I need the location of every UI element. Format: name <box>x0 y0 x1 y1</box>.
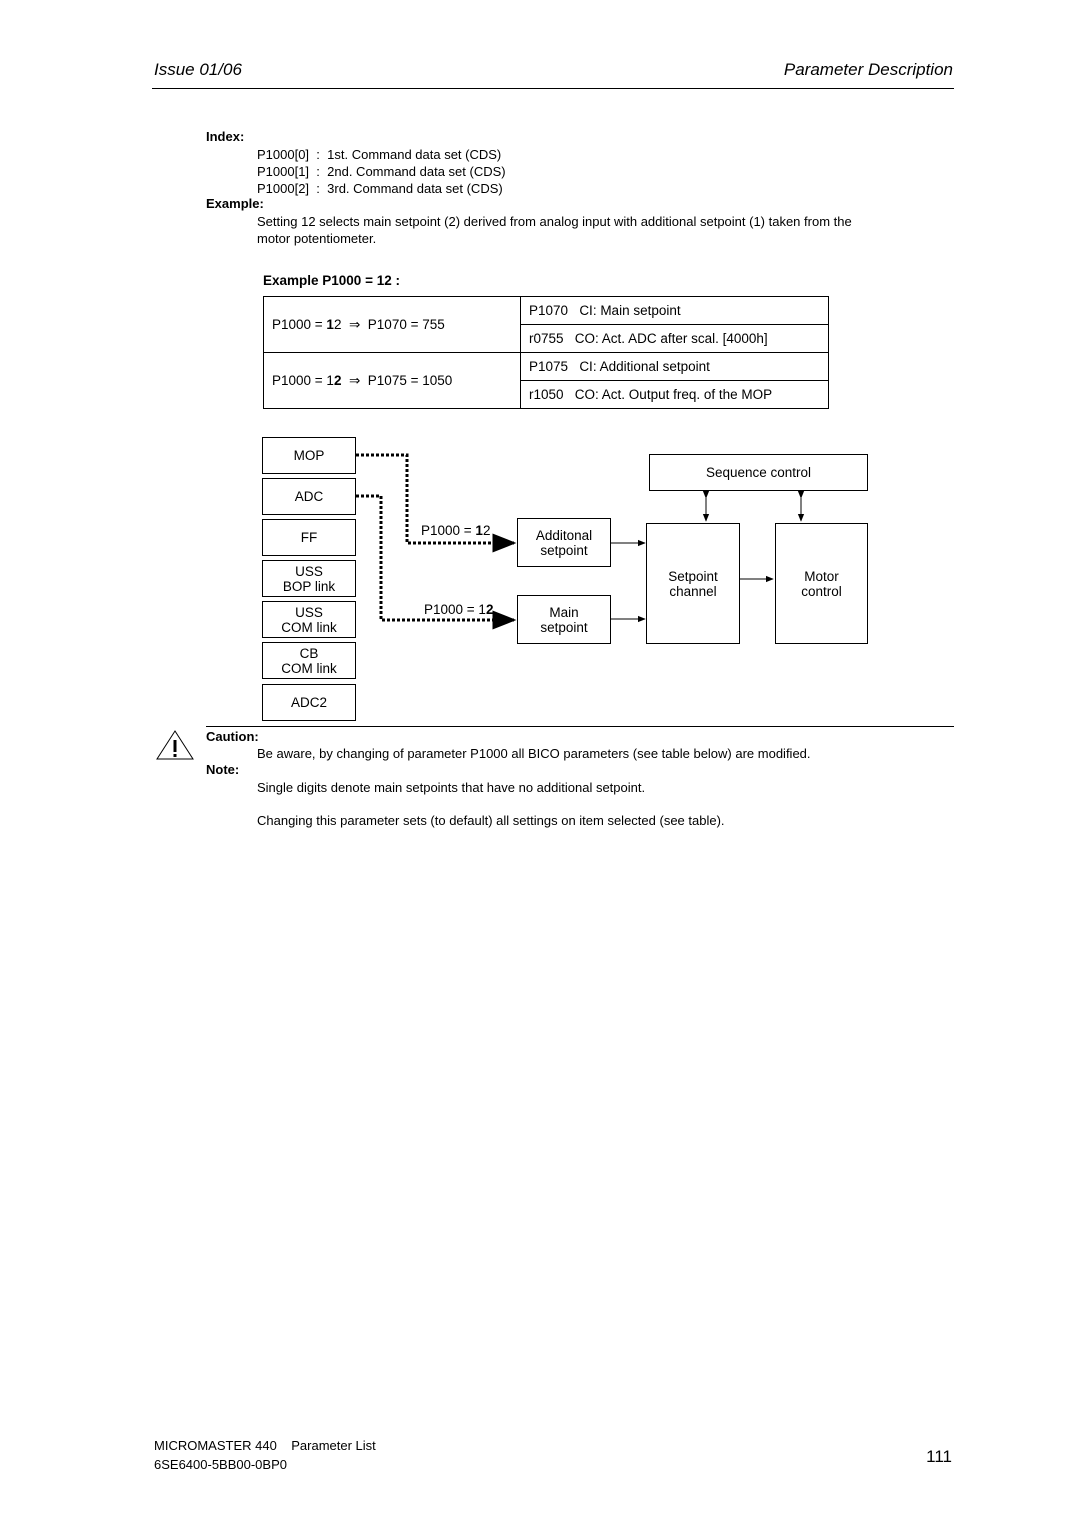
source-label: USS <box>295 563 323 579</box>
target-param-text: P1070 = 755 <box>367 316 445 332</box>
param-desc: CO: Act. Output freq. of the MOP <box>574 387 773 402</box>
param-desc: CO: Act. ADC after scal. [4000h] <box>574 331 768 346</box>
source-label: FF <box>300 530 318 545</box>
index-row: P1000[2] : 3rd. Command data set (CDS) <box>257 180 506 197</box>
box-sublabel: setpoint <box>540 542 588 558</box>
p1000-bold-digit: 2 <box>333 372 342 388</box>
source-label: MOP <box>293 448 325 463</box>
index-param: P1000[0] <box>257 147 310 162</box>
index-sep: : <box>316 164 320 179</box>
index-row: P1000[0] : 1st. Command data set (CDS) <box>257 146 506 163</box>
box-sublabel: setpoint <box>540 619 588 635</box>
footer-product: MICROMASTER 440 Parameter List <box>154 1438 376 1453</box>
header-rule <box>152 88 954 89</box>
box-label: Additonal <box>535 527 593 543</box>
p1000-text: P1000 = 1 <box>424 602 486 617</box>
page-number: 111 <box>926 1447 952 1466</box>
source-box-adc: ADC <box>262 478 356 515</box>
index-list: P1000[0] : 1st. Command data set (CDS) P… <box>257 146 506 197</box>
source-box-ff: FF <box>262 519 356 556</box>
source-sublabel: COM link <box>281 619 337 635</box>
p1000-digit: 2 <box>333 316 342 332</box>
box-label: Motor <box>804 568 839 584</box>
index-desc: 3rd. Command data set (CDS) <box>327 181 503 196</box>
header-issue: Issue 01/06 <box>154 60 242 79</box>
p1000-upper-label: P1000 = 12 <box>421 523 490 538</box>
implies-arrow-icon: ⇒ <box>348 316 361 332</box>
source-label: USS <box>295 604 323 620</box>
target-param-text: P1075 = 1050 <box>367 372 453 388</box>
param-id: P1070 <box>529 303 569 318</box>
example-table: P1000 = 12 ⇒ P1070 = 755 P1070 CI: Main … <box>263 296 829 409</box>
p1000-lower-label: P1000 = 12 <box>424 602 493 617</box>
source-label: ADC <box>294 489 324 504</box>
example-table-left-cell: P1000 = 12 ⇒ P1070 = 755 <box>263 296 521 353</box>
example-text-line: Setting 12 selects main setpoint (2) der… <box>257 214 852 229</box>
box-label: Main <box>549 604 579 620</box>
note-label: Note: <box>206 762 240 777</box>
box-sublabel: control <box>801 583 842 599</box>
box-sublabel: channel <box>669 583 717 599</box>
index-param: P1000[2] <box>257 181 310 196</box>
index-desc: 1st. Command data set (CDS) <box>327 147 502 162</box>
adc-to-main-connector <box>356 494 517 630</box>
note-text: Single digits denote main setpoints that… <box>257 780 646 795</box>
warning-triangle-icon <box>156 730 194 760</box>
param-id: r1050 <box>529 387 564 402</box>
param-id: P1075 <box>529 359 569 374</box>
index-sep: : <box>316 147 320 162</box>
example-table-left-cell: P1000 = 12 ⇒ P1075 = 1050 <box>263 352 521 409</box>
header-section-title: Parameter Description <box>783 60 953 79</box>
source-box-mop: MOP <box>262 437 356 474</box>
p1000-text: P1000 = <box>421 523 476 538</box>
param-id: r0755 <box>529 331 564 346</box>
index-label: Index: <box>206 129 245 144</box>
param-desc: CI: Additional setpoint <box>579 359 710 374</box>
p1000-text: P1000 = 1 <box>272 372 334 388</box>
caution-text: Be aware, by changing of parameter P1000… <box>257 746 811 761</box>
source-sublabel: BOP link <box>282 578 336 594</box>
example-text-line: motor potentiometer. <box>257 231 377 246</box>
caution-rule <box>206 726 954 727</box>
example-table-right-cell: r0755 CO: Act. ADC after scal. [4000h] <box>520 324 829 353</box>
sequence-control-box: Sequence control <box>649 454 868 491</box>
index-row: P1000[1] : 2nd. Command data set (CDS) <box>257 163 506 180</box>
param-desc: CI: Main setpoint <box>579 303 681 318</box>
index-param: P1000[1] <box>257 164 310 179</box>
implies-arrow-icon: ⇒ <box>348 372 361 388</box>
example-table-right-cell: r1050 CO: Act. Output freq. of the MOP <box>520 380 829 409</box>
note-text: Changing this parameter sets (to default… <box>257 813 725 828</box>
footer-order-number: 6SE6400-5BB00-0BP0 <box>154 1457 287 1472</box>
example-text: Setting 12 selects main setpoint (2) der… <box>257 213 852 247</box>
source-sublabel: COM link <box>281 660 337 676</box>
source-label: ADC2 <box>290 695 327 710</box>
p1000-bold-digit: 2 <box>485 602 494 617</box>
index-sep: : <box>316 181 320 196</box>
p1000-bold-digit: 1 <box>326 316 334 332</box>
box-label: Sequence control <box>705 465 812 480</box>
p1000-digit: 2 <box>482 523 491 538</box>
source-label: CB <box>299 645 319 661</box>
box-label: Setpoint <box>668 568 718 584</box>
example-table-title: Example P1000 = 12 : <box>263 273 400 288</box>
mop-to-additional-connector <box>356 453 517 553</box>
source-box-adc2: ADC2 <box>262 684 356 721</box>
example-label: Example: <box>206 196 264 211</box>
p1000-text: P1000 = <box>272 316 327 332</box>
caution-label: Caution: <box>206 729 259 744</box>
p1000-bold-digit: 1 <box>475 523 483 538</box>
diagram-connectors <box>356 453 805 630</box>
index-desc: 2nd. Command data set (CDS) <box>327 164 506 179</box>
